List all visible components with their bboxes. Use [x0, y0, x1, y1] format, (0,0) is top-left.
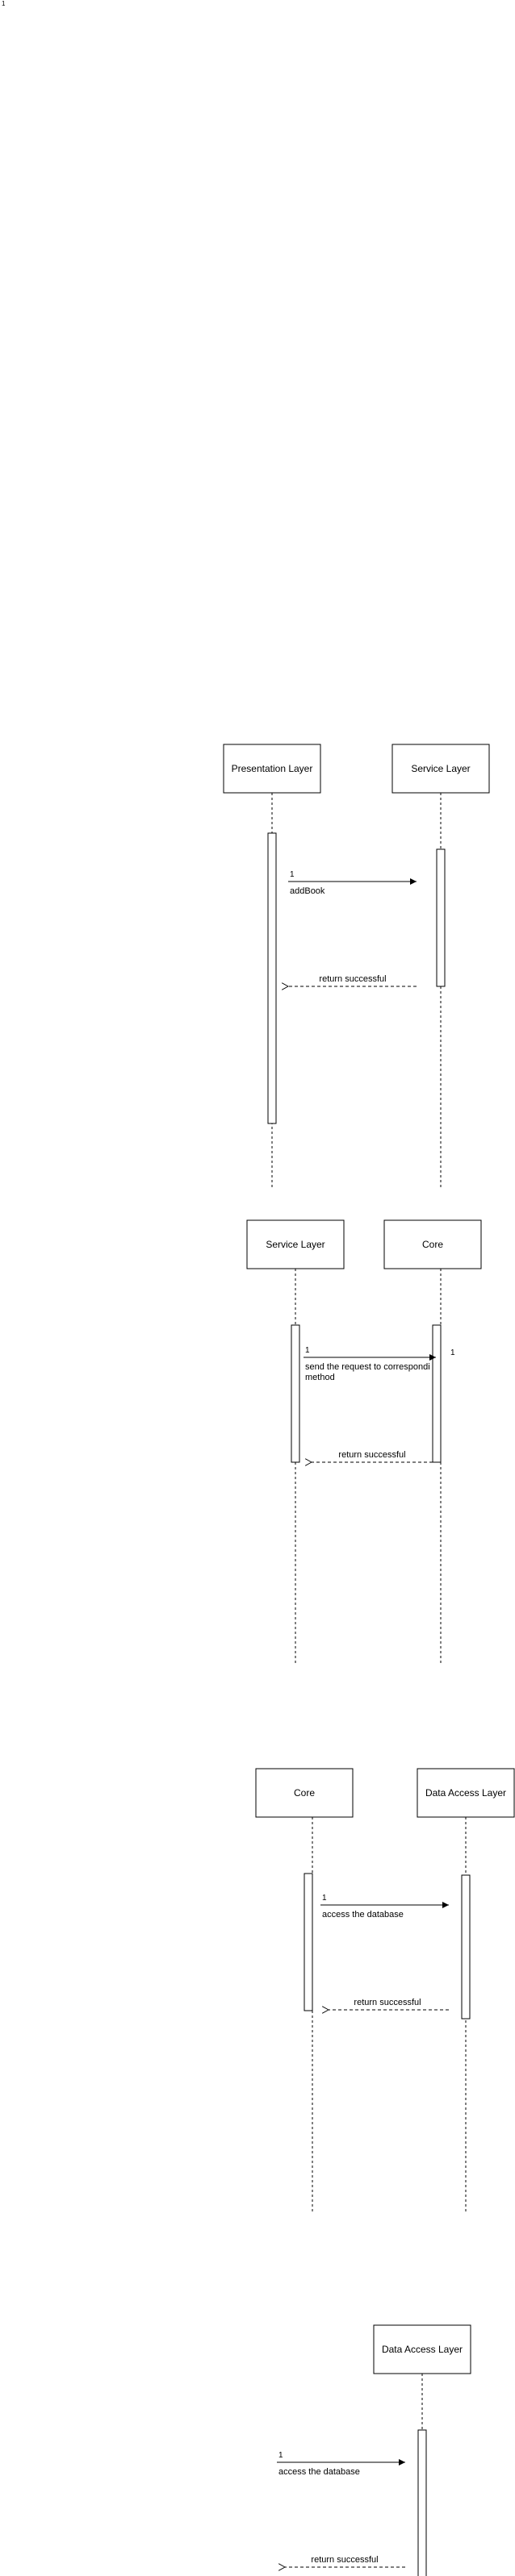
call-number: 1	[322, 1894, 327, 1903]
participant-core[interactable]: Core	[383, 1219, 482, 1269]
activation-bar[interactable]	[417, 2429, 427, 2576]
participant-service-layer[interactable]: Service Layer	[391, 744, 490, 794]
participant-core[interactable]: Core	[255, 1768, 354, 1818]
participant-label: Data Access Layer	[425, 1787, 506, 1799]
return-label: return successful	[311, 2555, 378, 2565]
call-label-line-1: send the request to correspondi	[305, 1362, 430, 1372]
activation-bar[interactable]	[291, 1324, 300, 1463]
return-label: return successful	[354, 1998, 421, 2007]
corner-mark: 1	[2, 0, 6, 7]
participant-label: Presentation Layer	[232, 763, 313, 774]
call-number: 1	[290, 870, 295, 879]
return-label: return successful	[319, 974, 386, 984]
call-label: addBook	[290, 886, 325, 896]
sequence-diagram-1: Presentation Layer Service Layer 1 addBo…	[223, 744, 490, 1190]
return-label: return successful	[338, 1450, 405, 1460]
activation-bar[interactable]	[436, 848, 446, 987]
activation-bar[interactable]	[304, 1873, 313, 2011]
participant-label: Core	[294, 1787, 315, 1799]
participant-data-access-layer[interactable]: Data Access Layer	[417, 1768, 515, 1818]
activation-bar[interactable]	[432, 1324, 442, 1463]
target-note: 1	[450, 1348, 455, 1357]
sequence-diagram-4: Data Access Layer 1 access the database …	[277, 2324, 471, 2576]
participant-data-access-layer[interactable]: Data Access Layer	[373, 2324, 471, 2374]
participant-service-layer[interactable]: Service Layer	[246, 1219, 345, 1269]
activation-bar[interactable]	[267, 832, 277, 1124]
sequence-diagram-3: Core Data Access Layer 1 access the data…	[255, 1768, 515, 2214]
call-label-line-2: method	[305, 1373, 335, 1382]
call-label: access the database	[278, 2467, 360, 2477]
participant-label: Data Access Layer	[382, 2344, 463, 2355]
call-number: 1	[305, 1346, 310, 1355]
sequence-diagram-2: Service Layer Core 1 1 send the request …	[246, 1219, 482, 1665]
participant-label: Service Layer	[266, 1239, 324, 1250]
activation-bar[interactable]	[461, 1874, 471, 2020]
participant-label: Core	[422, 1239, 443, 1250]
participant-presentation-layer[interactable]: Presentation Layer	[223, 744, 321, 794]
call-number: 1	[278, 2451, 283, 2460]
participant-label: Service Layer	[411, 763, 470, 774]
call-label: access the database	[322, 1910, 404, 1919]
